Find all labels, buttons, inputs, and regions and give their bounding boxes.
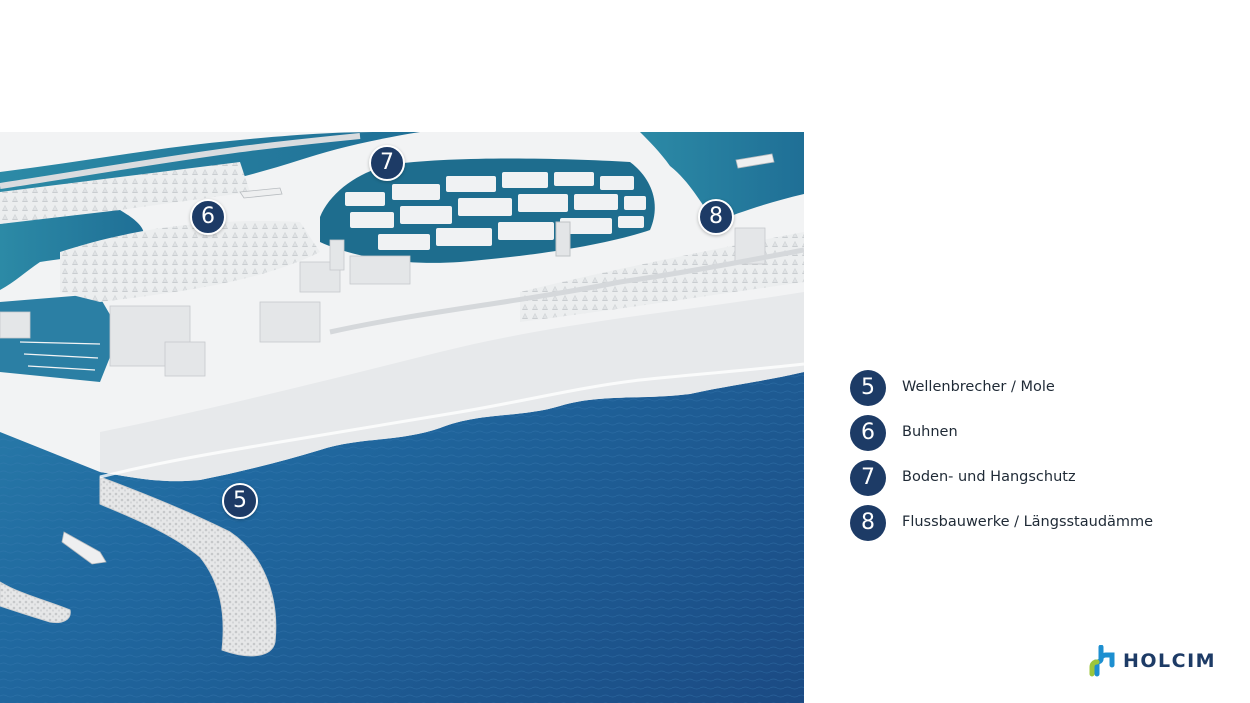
legend: 5 Wellenbrecher / Mole 6 Buhnen 7 Boden-… bbox=[850, 370, 1210, 550]
river-embankment bbox=[0, 133, 361, 189]
legend-badge: 7 bbox=[850, 460, 886, 496]
holcim-logo-icon bbox=[1089, 645, 1115, 677]
map-marker-6[interactable]: 6 bbox=[190, 199, 226, 235]
breakwater-west bbox=[0, 581, 71, 623]
legend-label: Wellenbrecher / Mole bbox=[902, 379, 1055, 395]
legend-badge: 6 bbox=[850, 415, 886, 451]
coastal-scene bbox=[0, 132, 804, 703]
dune-belt bbox=[100, 292, 804, 482]
shoreline bbox=[99, 362, 804, 479]
holcim-logo: HOLCIM bbox=[1088, 645, 1220, 677]
legend-item-7: 7 Boden- und Hangschutz bbox=[850, 460, 1210, 496]
river-east bbox=[640, 132, 804, 222]
breakwater-mole bbox=[99, 476, 277, 657]
legend-label: Boden- und Hangschutz bbox=[902, 469, 1076, 485]
brand-name: HOLCIM bbox=[1123, 650, 1217, 672]
legend-item-8: 8 Flussbauwerke / Längsstaudämme bbox=[850, 505, 1210, 541]
town-buildings bbox=[0, 227, 766, 377]
map-marker-5[interactable]: 5 bbox=[222, 483, 258, 519]
map-marker-7[interactable]: 7 bbox=[369, 145, 405, 181]
coastal-road bbox=[329, 247, 804, 335]
lighthouse bbox=[555, 221, 571, 257]
legend-label: Buhnen bbox=[902, 424, 958, 440]
legend-item-6: 6 Buhnen bbox=[850, 415, 1210, 451]
legend-label: Flussbauwerke / Längsstaudämme bbox=[902, 514, 1154, 530]
forest-central bbox=[60, 221, 320, 302]
polder-fields bbox=[345, 172, 646, 250]
legend-item-5: 5 Wellenbrecher / Mole bbox=[850, 370, 1210, 406]
harbour-piers bbox=[19, 341, 101, 371]
legend-badge: 5 bbox=[850, 370, 886, 406]
map-marker-8[interactable]: 8 bbox=[698, 199, 734, 235]
boats bbox=[61, 153, 775, 565]
forest-north bbox=[0, 162, 250, 224]
coastal-illustration bbox=[0, 132, 804, 703]
legend-badge: 8 bbox=[850, 505, 886, 541]
